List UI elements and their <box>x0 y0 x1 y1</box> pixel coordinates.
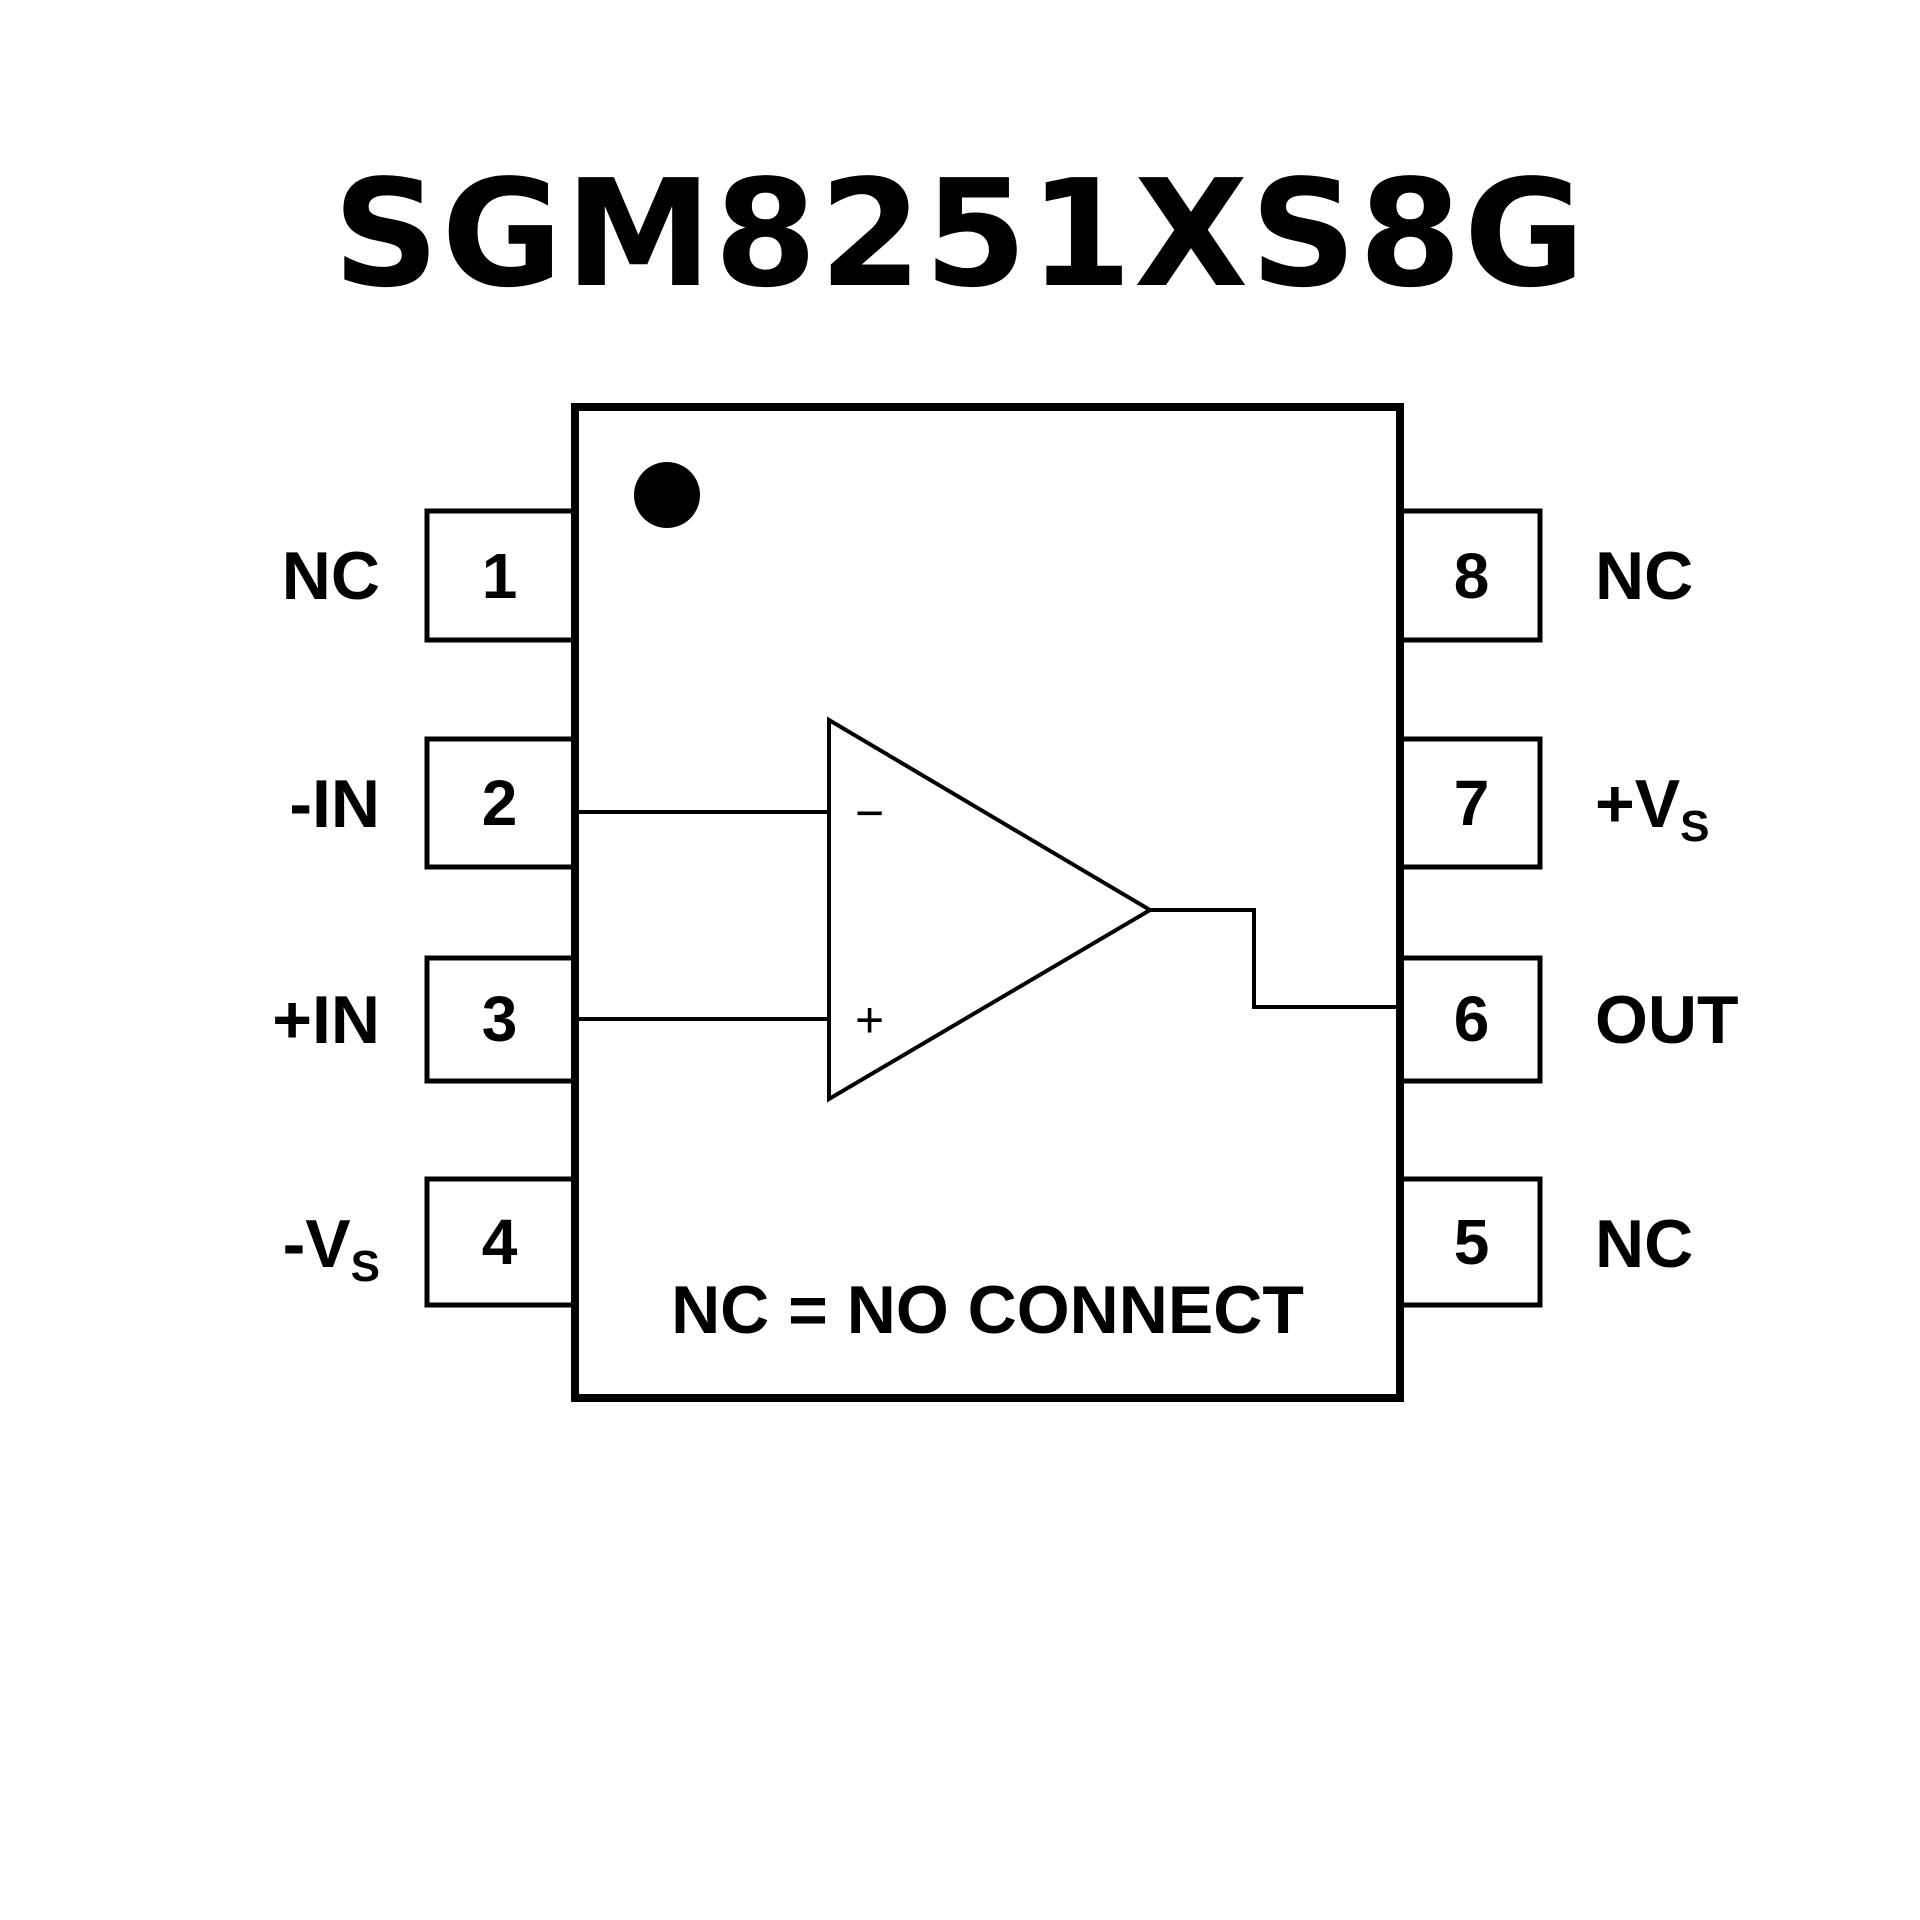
pin-label-5: NC <box>1595 1206 1694 1282</box>
pin-number-2: 2 <box>481 767 518 839</box>
pin-number-4: 4 <box>481 1206 518 1278</box>
pin-label-8: NC <box>1595 538 1694 614</box>
opamp-triangle <box>827 716 1154 1103</box>
pin-box-8 <box>1403 508 1543 643</box>
wire-output <box>1150 908 1396 1009</box>
chip-body <box>571 403 1404 1402</box>
pin-box-7 <box>1403 736 1543 870</box>
pin-number-6: 6 <box>1453 983 1490 1055</box>
pin-box-4 <box>424 1176 572 1308</box>
pin-number-5: 5 <box>1453 1206 1490 1278</box>
inverting-sign: − <box>855 785 885 841</box>
part-number-title: SGM8251XS8G <box>332 148 1588 320</box>
pin-box-3 <box>424 955 572 1084</box>
pin-label-6: OUT <box>1595 982 1739 1058</box>
pin-label-3: +IN <box>272 982 380 1058</box>
pin-label-4: -VS <box>282 1206 380 1291</box>
no-connect-note: NC = NO CONNECT <box>671 1272 1304 1348</box>
pin-box-6 <box>1403 955 1543 1084</box>
pin-box-2 <box>424 736 572 870</box>
pin-number-1: 1 <box>481 540 518 612</box>
noninverting-sign: + <box>855 992 885 1048</box>
pin-box-1 <box>424 508 572 643</box>
pin-number-8: 8 <box>1453 540 1490 612</box>
pin-number-3: 3 <box>481 983 518 1055</box>
pin-label-1: NC <box>281 538 380 614</box>
pin-label-2: -IN <box>289 766 380 842</box>
pin-number-7: 7 <box>1453 767 1490 839</box>
pin1-indicator-dot <box>634 462 700 528</box>
pin-box-5 <box>1403 1176 1543 1308</box>
pin-label-7: +VS <box>1595 766 1710 851</box>
